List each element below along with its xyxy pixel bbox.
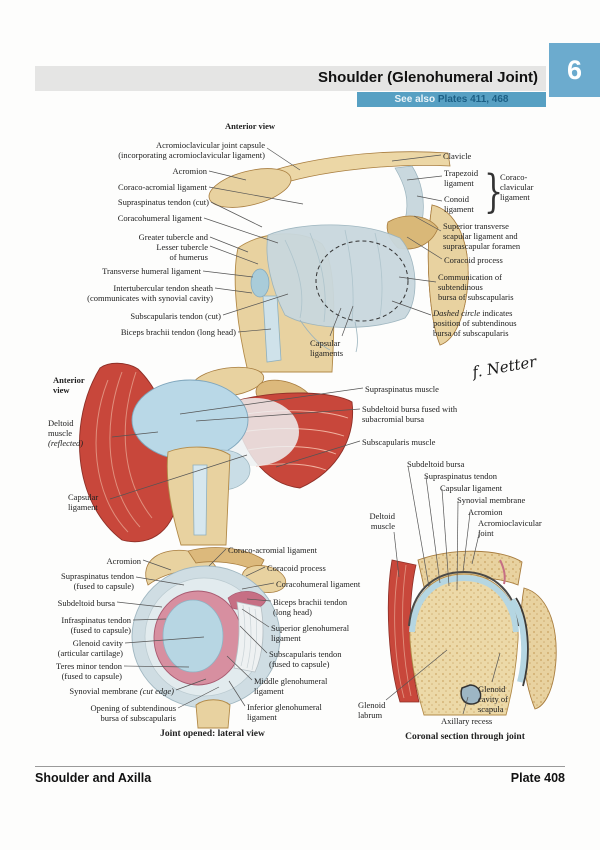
label-biceps-1: Biceps brachii tendon (long head) <box>120 327 236 337</box>
label-deltoid-reflected: Deltoid muscle(reflected) <box>48 418 110 448</box>
label-ac-joint-4: Acromioclavicular joint <box>478 518 542 539</box>
label-tubercles: Greater tubercle and Lesser tubercle of … <box>138 232 208 263</box>
label-synovial-4: Synovial membrane <box>457 495 526 505</box>
label-acromion-1: Acromion <box>172 166 207 176</box>
see-also-plates-link[interactable]: Plates 411, 468 <box>437 94 509 105</box>
deltoid-italic: (reflected) <box>48 438 84 449</box>
label-subdeltoid-4: Subdeltoid bursa <box>407 459 465 469</box>
footer-plate-number: Plate 408 <box>510 771 565 785</box>
label-subscapularis-muscle: Subscapularis muscle <box>362 437 436 447</box>
label-coracohumeral-1: Coracohumeral ligament <box>117 213 202 223</box>
footer-section: Shoulder and Axilla <box>35 771 152 785</box>
fig2-illustration <box>79 362 354 546</box>
label-sup-transverse: Superior transverse scapular ligament an… <box>443 221 521 252</box>
label-superior-gh: Superior glenohumeral ligament <box>271 623 350 644</box>
label-glenoid-labrum: Glenoid labrum <box>358 700 386 721</box>
label-synovial-cut: Synovial membrane (cut edge) <box>20 686 174 696</box>
label-axillary-recess: Axillary recess <box>441 716 493 726</box>
dashed-note-italic: Dashed circle <box>433 308 481 318</box>
page-title: Shoulder (Glenohumeral Joint) <box>317 69 538 86</box>
fig2-title: Anterior view <box>53 375 85 396</box>
header-banner: Shoulder (Glenohumeral Joint) <box>35 66 546 91</box>
fig1-illustration <box>208 151 469 373</box>
label-coracoclavicular: Coraco- clavicular ligament <box>500 172 534 203</box>
label-supraspinatus-4: Supraspinatus tendon <box>424 471 497 481</box>
dashed-note-rest: indicates position of subtendinous bursa… <box>433 308 517 339</box>
see-also-bar: See also Plates 411, 468 <box>357 92 546 107</box>
label-inferior-gh: Inferior glenohumeral ligament <box>247 702 322 723</box>
fig3-illustration <box>131 547 287 729</box>
label-coracoid-1: Coracoid process <box>444 255 503 265</box>
label-middle-gh: Middle glenohumeral ligament <box>254 676 328 697</box>
deltoid-main: Deltoid muscle <box>48 418 74 439</box>
fig3-caption: Joint opened: lateral view <box>160 729 265 739</box>
coracoclavicular-brace: } <box>484 166 504 219</box>
label-supraspinatus-cut: Supraspinatus tendon (cut) <box>117 197 209 207</box>
label-clavicle: Clavicle <box>443 151 472 161</box>
label-trapezoid: Trapezoid ligament <box>444 168 479 189</box>
label-conoid: Conoid ligament <box>444 194 474 215</box>
section-tab[interactable]: 6 <box>549 43 600 97</box>
label-coraco-acromial-3: Coraco-acromial ligament <box>228 545 317 555</box>
label-teres-minor: Teres minor tendon (fused to capsule) <box>56 661 122 682</box>
label-acromion-4: Acromion <box>468 507 503 517</box>
footer-rule <box>35 766 565 767</box>
fig1-title: Anterior view <box>224 121 276 131</box>
label-coraco-acromial-1: Coraco-acromial ligament <box>118 182 207 192</box>
see-also-label: See also <box>394 94 436 105</box>
synovial-main: Synovial membrane <box>69 686 140 696</box>
label-subdeltoid-fused: Subdeltoid bursa fused with subacromial … <box>362 404 458 425</box>
label-acj-capsule: Acromioclavicular joint capsule (incorpo… <box>118 140 265 161</box>
fig4-illustration <box>387 550 557 716</box>
label-subscapularis-cut: Subscapularis tendon (cut) <box>130 311 221 321</box>
label-capsular-ligaments: Capsular ligaments <box>310 338 344 359</box>
synovial-italic: (cut edge) <box>139 686 174 696</box>
leader-lines <box>109 147 501 715</box>
label-supraspinatus-fused: Supraspinatus tendon (fused to capsule) <box>61 571 134 592</box>
label-capsular-4: Capsular ligament <box>440 483 503 493</box>
label-deltoid-4: Deltoid muscle <box>369 511 396 532</box>
label-glenoid-cavity-3: Glenoid cavity (articular cartilage) <box>57 638 123 659</box>
label-capsular-2: Capsular ligament <box>68 492 99 513</box>
label-coracoid-3: Coracoid process <box>267 563 326 573</box>
label-acromion-3: Acromion <box>106 556 141 566</box>
label-glenoid-cavity-4: Glenoid cavity of scapula <box>478 684 508 715</box>
label-supraspinatus-muscle: Supraspinatus muscle <box>365 384 439 394</box>
label-subscap-fused: Subscapularis tendon (fused to capsule) <box>269 649 342 670</box>
label-coracohumeral-3: Coracohumeral ligament <box>276 579 361 589</box>
label-subdeltoid-3: Subdeltoid bursa <box>57 598 115 608</box>
fig4-caption: Coronal section through joint <box>405 732 525 742</box>
label-biceps-3: Biceps brachii tendon (long head) <box>273 597 348 618</box>
label-intertubercular: Intertubercular tendon sheath (communica… <box>87 283 213 304</box>
label-dashed-note: Dashed circle indicates position of subt… <box>433 308 561 338</box>
label-infraspinatus-fused: Infraspinatus tendon (fused to capsule) <box>61 615 131 636</box>
label-opening-bursa: Opening of subtendinous bursa of subscap… <box>90 703 176 724</box>
label-communication: Communication of subtendinous bursa of s… <box>438 272 514 303</box>
label-transverse-humeral: Transverse humeral ligament <box>102 266 201 276</box>
